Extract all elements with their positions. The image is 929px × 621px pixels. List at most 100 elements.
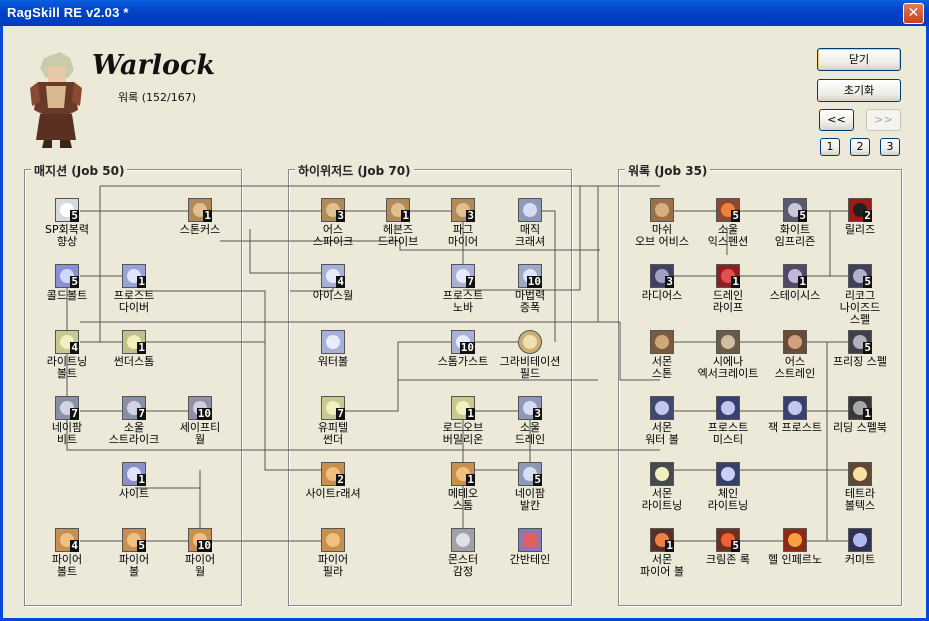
page-3-button[interactable]: 3 <box>880 138 900 156</box>
skill-magic-crasher[interactable]: 매직 크래셔 <box>488 198 572 248</box>
skill-name: 서몬 워터 볼 <box>645 421 679 446</box>
skill-sense[interactable]: 몬스터 감정 <box>421 528 505 578</box>
skill-name: 사이트 <box>118 487 150 500</box>
skill-siena-execrate[interactable]: 시에나 엑서크레이트 <box>686 330 770 380</box>
skill-fire-pillar[interactable]: 파이어 필라 <box>291 528 375 578</box>
skill-summon-stone[interactable]: 서몬 스톤 <box>620 330 704 380</box>
skill-name: 서몬 스톤 <box>651 355 673 380</box>
skill-comet[interactable]: 커미트 <box>818 528 902 566</box>
job-subtitle: 워록 (152/167) <box>118 91 197 104</box>
skill-name: 라디어스 <box>641 289 683 302</box>
prev-page-button[interactable]: << <box>819 109 854 131</box>
sight-icon: 1 <box>122 462 146 486</box>
recognized-spell-icon: 5 <box>848 264 872 288</box>
stone-curse-icon: 1 <box>188 198 212 222</box>
skill-marsh-of-abyss[interactable]: 마쉬 오브 어비스 <box>620 198 704 248</box>
skill-frost-misty[interactable]: 프로스트 미스티 <box>686 396 770 446</box>
window-titlebar: RagSkill RE v2.03 * <box>0 0 929 26</box>
close-button[interactable]: 닫기 <box>817 48 901 71</box>
warlock-character-sprite <box>30 52 82 148</box>
reset-button[interactable]: 초기화 <box>817 79 901 102</box>
reading-spellbook-icon: 1 <box>848 396 872 420</box>
skill-name: 어스 스트레인 <box>774 355 816 380</box>
hell-inferno-icon <box>783 528 807 552</box>
skill-jack-frost[interactable]: 잭 프로스트 <box>753 396 837 434</box>
skill-water-ball[interactable]: 워터볼 <box>291 330 375 368</box>
frost-misty-icon <box>716 396 740 420</box>
skill-name: 체인 라이트닝 <box>707 487 749 512</box>
napalm-beat-icon: 7 <box>55 396 79 420</box>
window-title: RagSkill RE v2.03 * <box>7 5 129 20</box>
fire-ball-icon: 5 <box>122 528 146 552</box>
drain-life-icon: 1 <box>716 264 740 288</box>
window-close-button[interactable]: ✕ <box>903 3 924 24</box>
skill-name: 로드오브 버밀리온 <box>442 421 484 446</box>
skill-hell-inferno[interactable]: 헬 인페르노 <box>753 528 837 566</box>
skill-name: 프리징 스펠 <box>832 355 888 368</box>
skill-ganbantein[interactable]: 간반테인 <box>488 528 572 566</box>
fire-pillar-icon <box>321 528 345 552</box>
skill-earth-strain[interactable]: 어스 스트레인 <box>753 330 837 380</box>
next-page-button[interactable]: >> <box>866 109 901 131</box>
skill-name: 워터볼 <box>317 355 349 368</box>
skill-name: 메테오 스톰 <box>447 487 479 512</box>
page-1-button[interactable]: 1 <box>820 138 840 156</box>
white-imprison-icon: 5 <box>783 198 807 222</box>
skill-name: 소울 드레인 <box>514 421 546 446</box>
skill-name: 매직 크래셔 <box>514 223 546 248</box>
heavens-drive-icon: 1 <box>386 198 410 222</box>
skill-name: 그라비테이션 필드 <box>499 355 561 380</box>
skill-name: 아이스월 <box>312 289 354 302</box>
page-2-button[interactable]: 2 <box>850 138 870 156</box>
skill-name: 스톤커스 <box>179 223 221 236</box>
earth-strain-icon <box>783 330 807 354</box>
skill-summon-lightning[interactable]: 서몬 라이트닝 <box>620 462 704 512</box>
cold-bolt-icon: 5 <box>55 264 79 288</box>
meteor-storm-icon: 1 <box>451 462 475 486</box>
skill-gravitation-field[interactable]: 그라비테이션 필드 <box>488 330 572 380</box>
high-wizard-group: 하이위저드 (Job 70) <box>288 162 572 606</box>
skill-tetra-vortex[interactable]: 테트라 볼텍스 <box>818 462 902 512</box>
skill-name: 소울 익스펜션 <box>707 223 749 248</box>
skill-chain-lightning[interactable]: 체인 라이트닝 <box>686 462 770 512</box>
skill-summon-water-ball[interactable]: 서몬 워터 볼 <box>620 396 704 446</box>
earth-spike-icon: 3 <box>321 198 345 222</box>
